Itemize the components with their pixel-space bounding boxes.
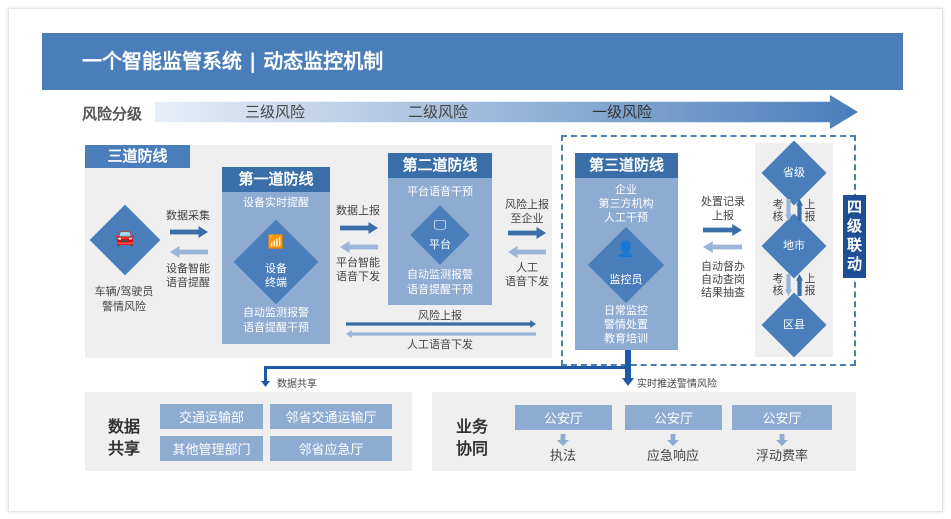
share-box: 邻省应急厅 [270,436,392,461]
label: 语音下发 [336,270,380,283]
label: 协同 [456,439,489,458]
down-arrow-icon [785,274,792,296]
vehicle-label-2: 警情风险 [102,300,146,313]
label: 人工语音下发 [407,338,473,351]
up-arrow-icon [796,274,803,296]
label: 核 [772,210,784,223]
label: 设备实时提醒 [243,196,309,209]
label: 教育培训 [604,332,648,345]
share-box: 交通运输部 [160,404,263,429]
four-level-badge: 四级联动 [843,195,866,278]
risk-level-1: 一级风险 [591,103,653,121]
up-arrow-icon [796,199,803,221]
label: 处置记录 [701,195,745,208]
label: 自动查岗 [701,273,745,286]
label: 语音提醒干预 [407,283,473,296]
flow-line [264,366,267,382]
label: 语音提醒 [166,276,210,289]
label: 报 [804,210,816,223]
label: 上 [804,272,816,285]
label: 考 [772,198,784,211]
page-title: 一个智能监管系统 | 动态监控机制 [82,49,384,73]
label: 自动督办 [701,260,745,273]
diagram-card [8,8,943,512]
label: 共享 [108,439,141,458]
label: 数据共享 [277,379,317,390]
vehicle-label-1: 车辆/驾驶员 [94,285,154,298]
label: 自动监测报警 [407,268,473,281]
label: 至企业 [510,212,544,225]
label: 终端 [265,276,287,289]
risk-label: 风险分级 [82,105,143,123]
label: 平台 [429,238,451,251]
device-terminal-icon: 📶 [267,235,285,250]
long-arrow-left [346,330,536,338]
label: 四 [846,198,862,216]
flow-arrowhead [261,381,270,387]
label: 省级 [783,166,805,179]
line2-title: 第二道防线 [388,153,492,178]
label: 实时推送警情风险 [637,379,717,390]
label: 日常监控 [604,304,648,317]
data-collect-label: 数据采集 [166,209,210,222]
label: 数据上报 [336,204,380,217]
risk-level-2: 二级风险 [407,103,469,121]
label: 数据 [108,417,141,436]
line1-title: 第一道防线 [222,167,330,192]
label: 平台语音干预 [407,185,473,198]
label: 级 [846,217,862,235]
person-icon: 👤 [616,240,636,258]
label: 应急响应 [646,449,700,464]
label: 结果抽查 [701,286,745,299]
label: 执法 [549,449,577,464]
police-box: 公安厅 [625,405,722,430]
label: 地市 [783,239,805,252]
label: 设备 [265,262,287,275]
label: 自动监测报警 [243,306,309,319]
police-box: 公安厅 [515,405,612,430]
long-arrow-right [346,320,536,328]
label: 联 [846,236,862,254]
share-box: 邻省交通运输厅 [270,404,392,429]
label: 上 [804,198,816,211]
label: 动 [846,255,862,273]
label: 考 [772,272,784,285]
label: 设备智能 [166,262,210,275]
label: 风险上报 [505,198,549,211]
header-bar [42,33,903,90]
flow-arrowhead [622,378,634,386]
monitor-icon: 🖵 [433,218,447,233]
label: 核 [772,284,784,297]
line3-title: 第三道防线 [575,153,678,178]
label: 企业 [615,183,637,196]
label: 人工 [516,261,538,274]
label: 区县 [783,318,805,331]
label: 风险上报 [418,309,462,322]
label: 语音下发 [505,275,549,288]
label: 人工干预 [604,211,648,224]
three-lines-label: 三道防线 [85,145,190,168]
label: 警情处置 [604,318,648,331]
down-arrow-icon [785,199,792,221]
flow-line [264,366,630,369]
share-box: 其他管理部门 [160,436,263,461]
label: 业务 [456,417,489,436]
label: 语音提醒干预 [243,321,309,334]
label: 上报 [712,209,734,222]
risk-level-3: 三级风险 [244,103,306,121]
label: 浮动费率 [755,449,809,464]
police-box: 公安厅 [732,405,832,430]
flow-line [625,350,631,380]
label: 平台智能 [336,256,380,269]
label: 报 [804,284,816,297]
label: 第三方机构 [598,197,654,210]
label: 监控员 [609,273,643,286]
car-icon: 🚘 [115,228,135,247]
